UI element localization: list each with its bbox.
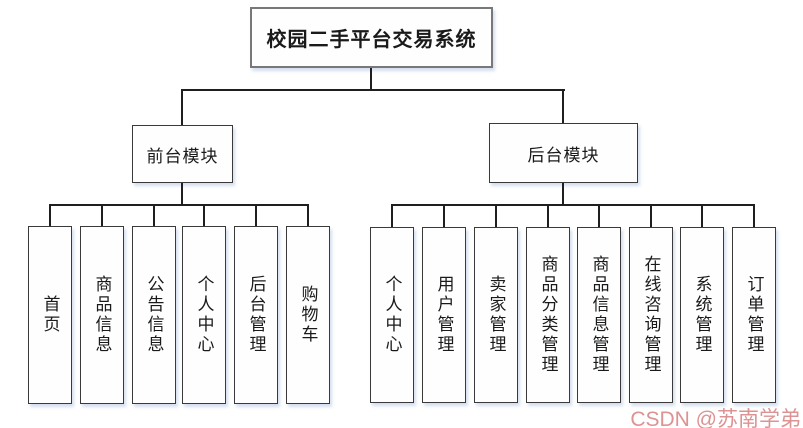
connector-back-drop (562, 183, 564, 206)
connector-leaf-stub (153, 204, 155, 227)
node-label: 后台模块 (527, 145, 600, 165)
node-label: 购物车 (298, 285, 318, 345)
connector-back-riser (562, 89, 564, 123)
node-backstage-manage: 后台管理 (234, 226, 278, 404)
connector-leaf-stub (547, 204, 549, 228)
connector-leaf-stub (203, 204, 205, 227)
node-label: 后台管理 (246, 275, 266, 355)
node-front-module: 前台模块 (132, 125, 233, 183)
connector-root-drop (370, 68, 372, 91)
connector-leaf-stub (753, 204, 755, 228)
connector-leaf-stub (701, 204, 703, 228)
node-notice-info: 公告信息 (132, 226, 176, 404)
connector-leaf-stub (101, 204, 103, 227)
node-product-info: 商品信息 (80, 226, 124, 404)
node-label: 前台模块 (146, 146, 219, 166)
node-label: 商品信息管理 (589, 255, 609, 375)
connector-leaf-stub (49, 204, 51, 227)
connector-front-riser (181, 89, 183, 125)
connector-leaf-stub (307, 204, 309, 227)
node-label: 个人中心 (194, 275, 214, 355)
connector-back-bus (391, 204, 755, 206)
node-label: 卖家管理 (486, 275, 506, 355)
connector-leaf-stub (650, 204, 652, 228)
connector-leaf-stub (255, 204, 257, 227)
connector-leaf-stub (443, 204, 445, 228)
connector-front-bus (49, 204, 309, 206)
node-online-consult-manage: 在线咨询管理 (629, 227, 673, 403)
node-order-manage: 订单管理 (732, 227, 776, 403)
csdn-watermark: CSDN @苏南学弟 (630, 408, 801, 428)
node-label: 用户管理 (434, 275, 454, 355)
node-personal-center: 个人中心 (182, 226, 226, 404)
node-home: 首页 (28, 226, 72, 404)
connector-leaf-stub (391, 204, 393, 228)
connector-leaf-stub (598, 204, 600, 228)
node-label: 首页 (40, 295, 60, 335)
node-root-system: 校园二手平台交易系统 (250, 7, 493, 68)
node-label: 商品信息 (92, 275, 112, 355)
node-shopping-cart: 购物车 (286, 226, 330, 404)
node-seller-manage: 卖家管理 (474, 227, 518, 403)
connector-level2-bus (181, 89, 565, 91)
node-label: 商品分类管理 (538, 255, 558, 375)
node-personal-center-admin: 个人中心 (370, 227, 414, 403)
node-product-category-manage: 商品分类管理 (526, 227, 570, 403)
node-system-manage: 系统管理 (680, 227, 724, 403)
node-label: 在线咨询管理 (641, 255, 661, 375)
node-label: 公告信息 (144, 275, 164, 355)
node-user-manage: 用户管理 (422, 227, 466, 403)
node-label: 订单管理 (744, 275, 764, 355)
node-label: 个人中心 (382, 275, 402, 355)
connector-front-drop (181, 183, 183, 206)
connector-leaf-stub (495, 204, 497, 228)
node-back-module: 后台模块 (489, 123, 638, 183)
node-product-info-manage: 商品信息管理 (577, 227, 621, 403)
node-label: 校园二手平台交易系统 (266, 29, 477, 51)
node-label: 系统管理 (692, 275, 712, 355)
